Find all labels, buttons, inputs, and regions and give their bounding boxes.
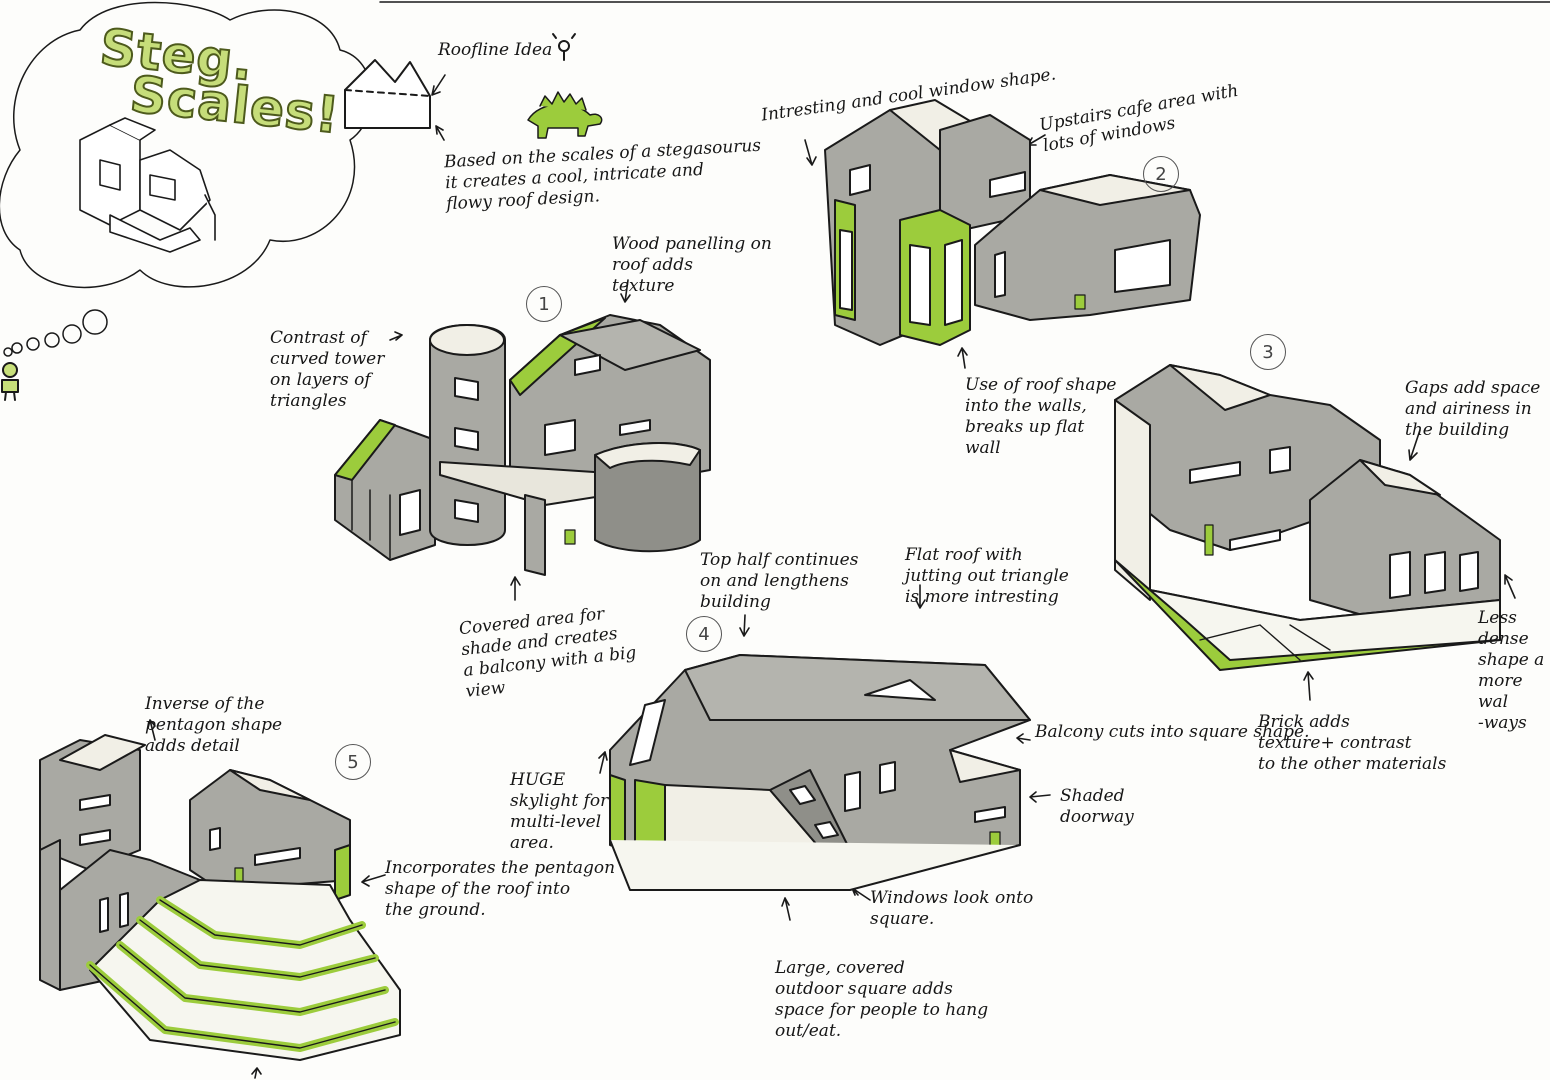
note-gaps: Gaps add space and airiness in the build… <box>1405 378 1540 441</box>
building-1-drawing <box>335 315 710 575</box>
lightbulb-icon <box>553 34 575 60</box>
note-inverse: Inverse of the pentagon shape adds detai… <box>145 694 282 757</box>
number-3: 3 <box>1250 334 1286 370</box>
note-shaded: Shaded doorway <box>1060 786 1134 828</box>
note-contrast: Contrast of curved tower on layers of tr… <box>270 328 384 412</box>
note-tophalf: Top half continues on and lengthens buil… <box>700 550 858 613</box>
note-flatroof: Flat roof with jutting out triangle is m… <box>905 545 1069 608</box>
number-1: 1 <box>526 286 562 322</box>
note-roofline: Roofline Idea <box>438 40 552 61</box>
roofline-sketch <box>345 60 430 128</box>
note-roof-walls: Use of roof shape into the walls, breaks… <box>965 375 1117 459</box>
building-5-drawing <box>40 735 400 1060</box>
cloud-building-sketch <box>80 118 215 252</box>
note-large: Large, covered outdoor square adds space… <box>775 958 988 1042</box>
note-windows-look: Windows look onto square. <box>870 888 1033 930</box>
stegosaurus-drawing <box>528 92 602 138</box>
note-less-dense: Less dense shape a more wal -ways <box>1478 608 1550 734</box>
note-huge: HUGE skylight for multi-level area. <box>510 770 608 854</box>
note-balcony: Balcony cuts into square shape. <box>1035 722 1310 743</box>
note-incorporates: Incorporates the pentagon shape of the r… <box>385 858 615 921</box>
building-4-drawing <box>610 655 1030 890</box>
person-figure <box>2 363 18 400</box>
number-4: 4 <box>686 616 722 652</box>
number-2: 2 <box>1143 156 1179 192</box>
number-5: 5 <box>335 744 371 780</box>
note-wood: Wood panelling on roof adds texture <box>612 234 772 297</box>
